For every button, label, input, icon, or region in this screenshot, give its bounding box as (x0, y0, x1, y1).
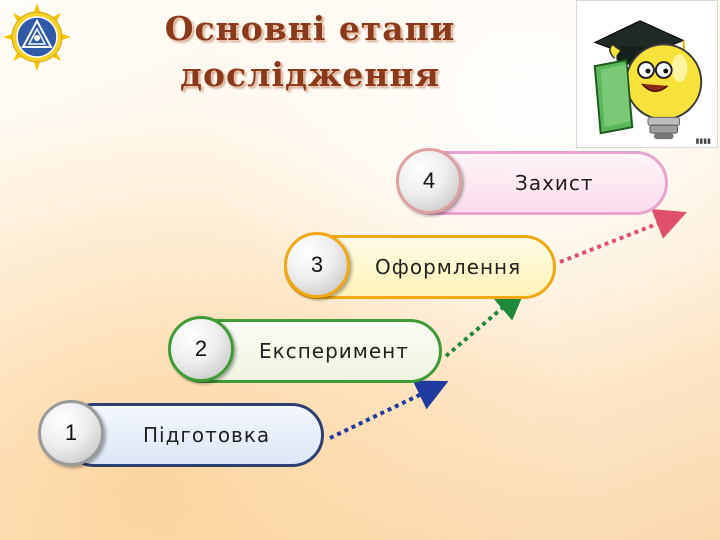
stage-1-number: 1 (38, 400, 104, 466)
stage-1-pill: Підготовка (62, 403, 324, 467)
institution-logo-icon (3, 3, 71, 71)
title-line-2: дослідження (180, 55, 440, 94)
stage-2-label: Експеримент (259, 339, 409, 363)
stage-2-number: 2 (168, 316, 234, 382)
stage-3-label: Оформлення (375, 255, 522, 279)
mascot-frame: ▮▮▮▮ (576, 0, 718, 148)
graduate-lightbulb-icon (593, 20, 703, 140)
page-title: Основні етапи дослідження (150, 6, 470, 98)
stage-3-number: 3 (284, 232, 350, 298)
connector-2-3 (444, 287, 527, 358)
connector-3-4 (559, 208, 687, 264)
connector-1-2 (329, 380, 449, 440)
mascot-watermark: ▮▮▮▮ (695, 137, 711, 145)
stage-4-number: 4 (396, 148, 462, 214)
stage-4-label: Захист (515, 171, 594, 195)
title-line-1: Основні етапи (164, 9, 456, 48)
stage-1-label: Підготовка (143, 423, 271, 447)
